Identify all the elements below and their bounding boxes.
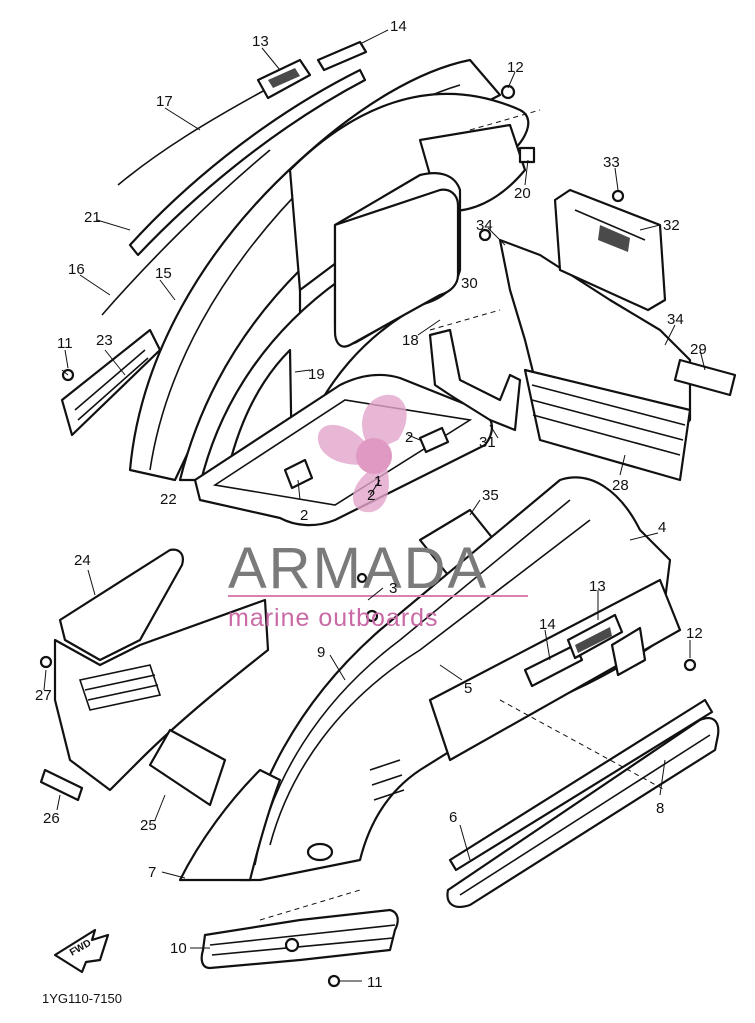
forward-arrow-icon: FWD — [53, 928, 110, 974]
callout-31: 31 — [479, 434, 496, 451]
inner-plate-part — [333, 188, 460, 348]
callout-34a: 34 — [476, 217, 493, 234]
callout-28: 28 — [612, 477, 629, 494]
callout-14b: 14 — [539, 616, 556, 633]
callout-3: 3 — [389, 580, 397, 597]
callout-27: 27 — [35, 687, 52, 704]
callout-12a: 12 — [507, 59, 524, 76]
grommet-part — [478, 84, 625, 242]
callout-4: 4 — [658, 519, 666, 536]
callout-19: 19 — [308, 366, 325, 383]
callout-18: 18 — [402, 332, 419, 349]
callout-35: 35 — [482, 487, 499, 504]
callout-1: 1 — [374, 473, 382, 490]
callout-16: 16 — [68, 261, 85, 278]
callout-10: 10 — [170, 940, 187, 957]
callout-17: 17 — [156, 93, 173, 110]
watermark: ARMADA marine outboards — [228, 394, 528, 632]
callout-25: 25 — [140, 817, 157, 834]
callout-7: 7 — [148, 864, 156, 881]
callout-13b: 13 — [589, 578, 606, 595]
callout-labels: 1 2 2 2 3 4 5 6 7 8 9 10 11 11 12 12 13 … — [35, 18, 707, 991]
callout-11b: 11 — [367, 974, 383, 991]
propeller-logo-icon — [317, 394, 407, 513]
callout-26: 26 — [43, 810, 60, 827]
callout-34b: 34 — [667, 311, 684, 328]
callout-13a: 13 — [252, 33, 269, 50]
watermark-brand: ARMADA — [228, 536, 488, 601]
callout-2c: 2 — [300, 507, 308, 524]
callout-21: 21 — [84, 209, 101, 226]
callout-6: 6 — [449, 809, 457, 826]
cover-plate-part — [148, 728, 227, 807]
callout-22: 22 — [160, 491, 177, 508]
callout-9: 9 — [317, 644, 325, 661]
callout-2b: 2 — [367, 487, 375, 504]
guide-lines — [259, 109, 666, 921]
callout-32: 32 — [663, 217, 680, 234]
callout-11a: 11 — [57, 335, 73, 352]
side-strip-part — [446, 698, 720, 908]
callout-29: 29 — [690, 341, 707, 358]
callout-leaders — [43, 29, 706, 982]
callout-5: 5 — [464, 680, 472, 697]
callout-8: 8 — [656, 800, 664, 817]
callout-20: 20 — [514, 185, 531, 202]
side-cowling-part — [238, 476, 682, 882]
hood-emblem-part — [256, 40, 368, 100]
callout-14a: 14 — [390, 18, 407, 35]
callout-30: 30 — [461, 275, 478, 292]
side-cover-part — [53, 548, 270, 792]
callout-15: 15 — [155, 265, 172, 282]
diagram-code: 1YG110-7150 — [42, 991, 122, 1006]
callout-2a: 2 — [405, 429, 413, 446]
watermark-tagline: marine outboards — [228, 604, 439, 632]
rear-bracket-part — [498, 238, 737, 482]
bolt-part — [39, 368, 697, 988]
stay-bracket-part — [428, 328, 522, 432]
lower-trim-part — [200, 908, 399, 970]
callout-12b: 12 — [686, 625, 703, 642]
front-plate-part — [553, 188, 667, 312]
callout-24: 24 — [74, 552, 91, 569]
lower-apron-part — [178, 768, 282, 882]
callout-33: 33 — [603, 154, 620, 171]
side-emblem-part — [39, 768, 84, 802]
callout-23: 23 — [96, 332, 113, 349]
side-plate-part — [60, 328, 162, 437]
